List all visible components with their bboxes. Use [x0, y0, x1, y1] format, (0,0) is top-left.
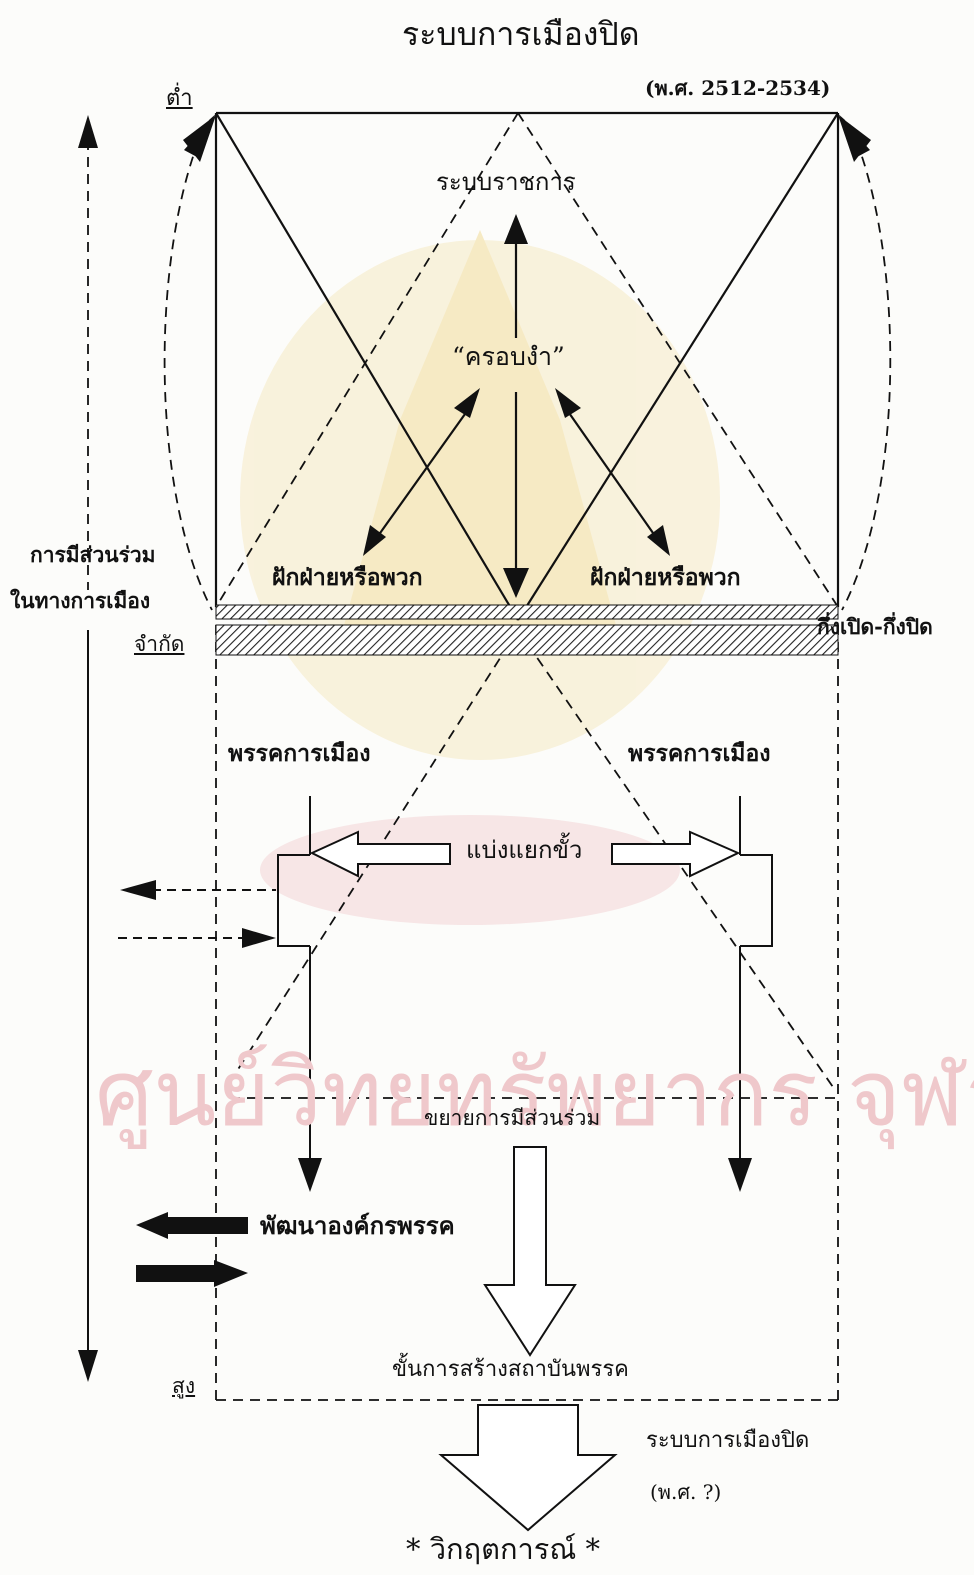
- period-top: (พ.ศ. 2512-2534): [645, 76, 831, 100]
- hatched-band-upper: [215, 604, 839, 620]
- thick-arrow-left: [136, 1212, 248, 1239]
- faction-left-label: ฝักฝ่ายหรือพวก: [272, 564, 423, 591]
- label-high: สูง: [172, 1374, 196, 1398]
- expand-participation-label: ขยายการมีส่วนร่วม: [424, 1106, 601, 1130]
- axis-arrow-up: [78, 115, 98, 148]
- party-right-label: พรรคการเมือง: [628, 740, 771, 767]
- institutionalize-label: ขั้นการสร้างสถาบันพรรค: [392, 1357, 629, 1382]
- party-left-label: พรรคการเมือง: [228, 740, 371, 767]
- hatched-band-lower: [215, 624, 839, 656]
- solid-frame: [214, 111, 840, 621]
- closed-system-bottom-label: ระบบการเมืองปิด: [646, 1428, 810, 1453]
- polarize-arrow-left: [309, 830, 451, 878]
- semi-open-label: กึ่งเปิด-กึ่งปิด: [817, 614, 933, 639]
- label-limited: จำกัด: [134, 632, 185, 656]
- axis-arrow-down: [78, 1350, 98, 1382]
- label-low: ต่ำ: [166, 86, 193, 111]
- institutionalize-arrow: [483, 1146, 577, 1357]
- watermark-text: ศูนย์วิทยทรัพยากร จุฬาลงกรณ์มหาวิทยาลัย: [95, 1040, 974, 1147]
- participation-line2: ในทางการเมือง: [10, 588, 151, 613]
- develop-party-org-label: พัฒนาองค์กรพรรค: [260, 1211, 455, 1240]
- thick-arrow-right: [136, 1260, 248, 1287]
- crisis-arrow: [438, 1404, 618, 1532]
- dominance-arrows: [372, 240, 661, 590]
- polarize-label: แบ่งแยกขั้ว: [466, 836, 583, 864]
- crisis-label: * วิกฤตการณ์ *: [406, 1532, 600, 1566]
- polarize-arrow-right: [611, 830, 741, 878]
- dominance-label: “ครอบงำ”: [452, 342, 565, 371]
- party-structures: [277, 796, 773, 1160]
- bureaucracy-label: ระบบราชการ: [436, 168, 576, 196]
- period-bottom: (พ.ศ. ?): [650, 1480, 722, 1504]
- faction-right-label: ฝักฝ่ายหรือพวก: [590, 564, 741, 591]
- title: ระบบการเมืองปิด: [402, 15, 640, 53]
- participation-line1: การมีส่วนร่วม: [30, 542, 156, 567]
- dashed-side-arrows: [118, 889, 276, 939]
